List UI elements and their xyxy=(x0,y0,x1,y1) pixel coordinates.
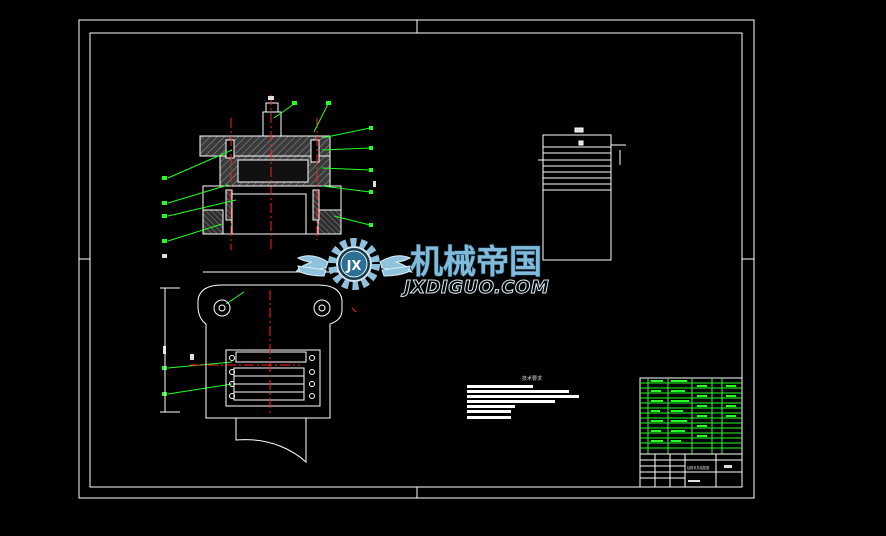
notes-title: 技术要求 xyxy=(522,375,542,382)
title-block: 钻模夹具装配图 xyxy=(639,453,743,488)
sheet-inner-border xyxy=(89,32,743,488)
parts-list xyxy=(639,377,743,455)
title-block-name: 钻模夹具装配图 xyxy=(687,465,709,470)
section-bore xyxy=(237,159,309,183)
badge-text: JX xyxy=(346,259,362,274)
section-base-right-block xyxy=(317,209,342,235)
section-right-slot xyxy=(310,139,320,163)
part-leaders xyxy=(167,103,371,395)
side-view-body xyxy=(542,134,612,261)
top-view-plate xyxy=(197,284,343,419)
jxdiguo-watermark: JX 机械帝国 JXDIGUO.COM xyxy=(294,238,549,299)
clamp-frame xyxy=(225,349,321,407)
locating-pin-right xyxy=(312,189,320,221)
mounting-hole-right xyxy=(313,299,331,317)
brand-name-cn: 机械帝国 xyxy=(410,242,542,281)
bushing-head xyxy=(265,102,279,113)
front-section-view xyxy=(199,95,342,250)
centering-marks xyxy=(79,20,754,498)
brand-url: JXDIGUO.COM xyxy=(401,277,549,298)
top-view-shank xyxy=(235,418,307,464)
locating-pin-left xyxy=(225,189,233,221)
section-left-slot xyxy=(225,139,235,159)
side-view xyxy=(538,127,626,261)
technical-notes: 技术要求 xyxy=(467,375,579,419)
top-view xyxy=(160,271,357,464)
wing-logo xyxy=(294,255,414,277)
side-view-label-mark xyxy=(574,127,584,133)
gear-icon xyxy=(328,238,380,290)
section-base-left-block xyxy=(202,209,224,235)
mounting-hole-left xyxy=(213,299,231,317)
section-workpiece xyxy=(231,193,307,235)
